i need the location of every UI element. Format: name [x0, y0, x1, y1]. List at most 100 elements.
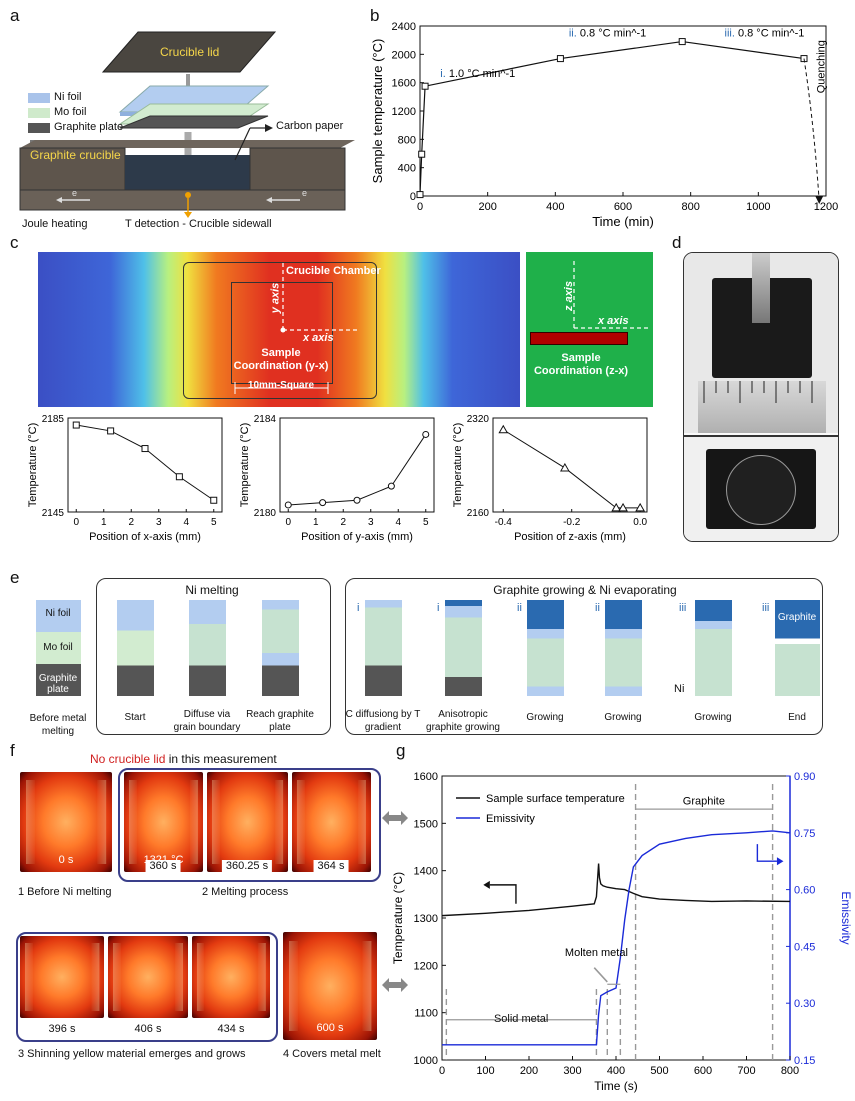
x-tick-label: 600 — [694, 1065, 712, 1077]
data-line — [76, 424, 215, 501]
z-axis-label: z axis — [562, 281, 575, 311]
graphite-disk-substrate — [706, 449, 816, 529]
growth-stage-5 — [695, 600, 732, 696]
crucible-lid-label: Crucible lid — [160, 45, 220, 59]
x-tick-label: 1200 — [814, 201, 838, 213]
data-point — [284, 501, 292, 509]
panel-label-d: d — [672, 233, 682, 252]
ni-stage-start — [117, 600, 154, 696]
graphite-layer-label: Graphite — [777, 612, 817, 623]
panel-label-g: g — [396, 741, 406, 760]
panel-label-f: f — [10, 741, 15, 760]
caption-2: 2 Melting process — [202, 886, 289, 898]
crucible-lid-shape — [101, 31, 277, 73]
frame-0-time: 0 s — [58, 854, 74, 866]
x-tick-label: 800 — [781, 1065, 799, 1077]
x-tick-label: 1000 — [746, 201, 770, 213]
before-ni-label: Ni foil — [45, 608, 71, 619]
data-point — [422, 430, 430, 438]
x-tick-label: 200 — [478, 201, 496, 213]
caption-1: 1 Before Ni melting — [18, 886, 112, 898]
y-axis-title: Temperature (°C) — [452, 423, 464, 507]
no-lid-note-red: No crucible lid — [90, 752, 166, 766]
y-axis-title: Temperature (°C) — [391, 872, 405, 964]
caption-3: 3 Shinning yellow material emerges and g… — [18, 1048, 246, 1060]
map-axes — [234, 260, 358, 394]
y2-tick-label: 0.30 — [794, 998, 815, 1010]
x-axis-title: Time (min) — [592, 214, 654, 229]
x-tick-label: 3 — [368, 517, 374, 528]
data-point — [560, 462, 570, 472]
before-ni-layer — [36, 600, 81, 632]
graphite-growing-title: Graphite growing & Ni evaporating — [493, 583, 677, 597]
thermal-frame-600: 600 s — [283, 932, 377, 1040]
photo-bottom — [684, 437, 838, 541]
ni-evaporation-label: Ni — [674, 683, 685, 695]
x-tick-label: 800 — [681, 201, 699, 213]
growth-caption-4: Growing — [604, 712, 642, 723]
x-tick-label: 500 — [650, 1065, 668, 1077]
data-point — [387, 482, 395, 490]
graphite-growing-box — [345, 578, 823, 735]
sample-coordination-yx-2: Coordination (y-x) — [233, 360, 329, 372]
solid-metal-label: Solid metal — [494, 1013, 548, 1025]
rate-annotation: i. 1.0 °C min^-1 — [440, 68, 515, 80]
plot-frame — [492, 417, 648, 513]
plot-frame — [279, 417, 435, 513]
x-tick-label: -0.2 — [563, 517, 581, 528]
x-axis-title: Position of y-axis (mm) — [301, 531, 413, 543]
y-tick-label: 0 — [410, 191, 416, 203]
legend-temperature: Sample surface temperature — [486, 793, 625, 805]
y-axis-title: Sample temperature (°C) — [370, 39, 385, 184]
data-point — [618, 502, 628, 512]
no-lid-note: No crucible lid in this measurement — [90, 752, 277, 766]
data-point — [107, 427, 115, 435]
x-tick-label: -0.4 — [495, 517, 513, 528]
ni-melting-box — [96, 578, 331, 735]
x-axis-label-zx: x axis — [598, 315, 629, 327]
carbon-paper-label: Carbon paper — [276, 120, 344, 132]
frame-364-time: 364 s — [313, 860, 349, 872]
x-axis-label: x axis — [303, 332, 334, 344]
y2-tick-label: 0.45 — [794, 941, 815, 953]
temperature-line — [419, 40, 805, 195]
joule-heating-label: Joule heating — [22, 218, 88, 230]
rate-annotation: iii. 0.8 °C min^-1 — [725, 28, 805, 40]
y-tick-label: 1000 — [414, 1055, 438, 1067]
plot-frame — [67, 417, 223, 513]
growth-caption-3: Growing — [526, 712, 564, 723]
x-tick-label: 100 — [476, 1065, 494, 1077]
y-tick-label: 1600 — [392, 78, 416, 90]
thermal-frame-434 — [192, 936, 270, 1018]
legend-mo: Mo foil — [54, 106, 87, 118]
growth-schematic: Ni foil Mo foil Graphite plate Before me… — [0, 578, 855, 740]
frame-600-time: 600 s — [316, 1022, 344, 1034]
y-tick-label: 1400 — [414, 866, 438, 878]
crucible-chamber-label: Crucible Chamber — [286, 265, 381, 277]
map-zx-axes — [573, 260, 651, 329]
y-tick-label: 1600 — [414, 771, 438, 783]
data-point — [635, 502, 646, 512]
data-point — [353, 496, 361, 504]
setup-schematic-drawing — [19, 31, 355, 218]
growth-frames-box — [16, 932, 278, 1042]
y-tick-label: 2000 — [392, 49, 416, 61]
sample-square-outline — [231, 282, 333, 384]
ni-stage-reach — [262, 600, 299, 696]
temperature-axis-arrowhead — [483, 880, 490, 889]
growth-tag-3: ii — [517, 602, 522, 614]
quench-arrowhead — [815, 196, 824, 204]
y-axis-title: Temperature (°C) — [239, 423, 251, 507]
x-tick-label: 0 — [285, 517, 291, 528]
y-axis-title: Temperature (°C) — [27, 423, 39, 507]
y-tick-label: 2145 — [42, 508, 65, 519]
legend-swatch-mo — [28, 108, 50, 118]
plot-frame — [419, 25, 827, 197]
growth-tag-5: iii — [679, 602, 687, 614]
photo-top — [684, 253, 838, 433]
